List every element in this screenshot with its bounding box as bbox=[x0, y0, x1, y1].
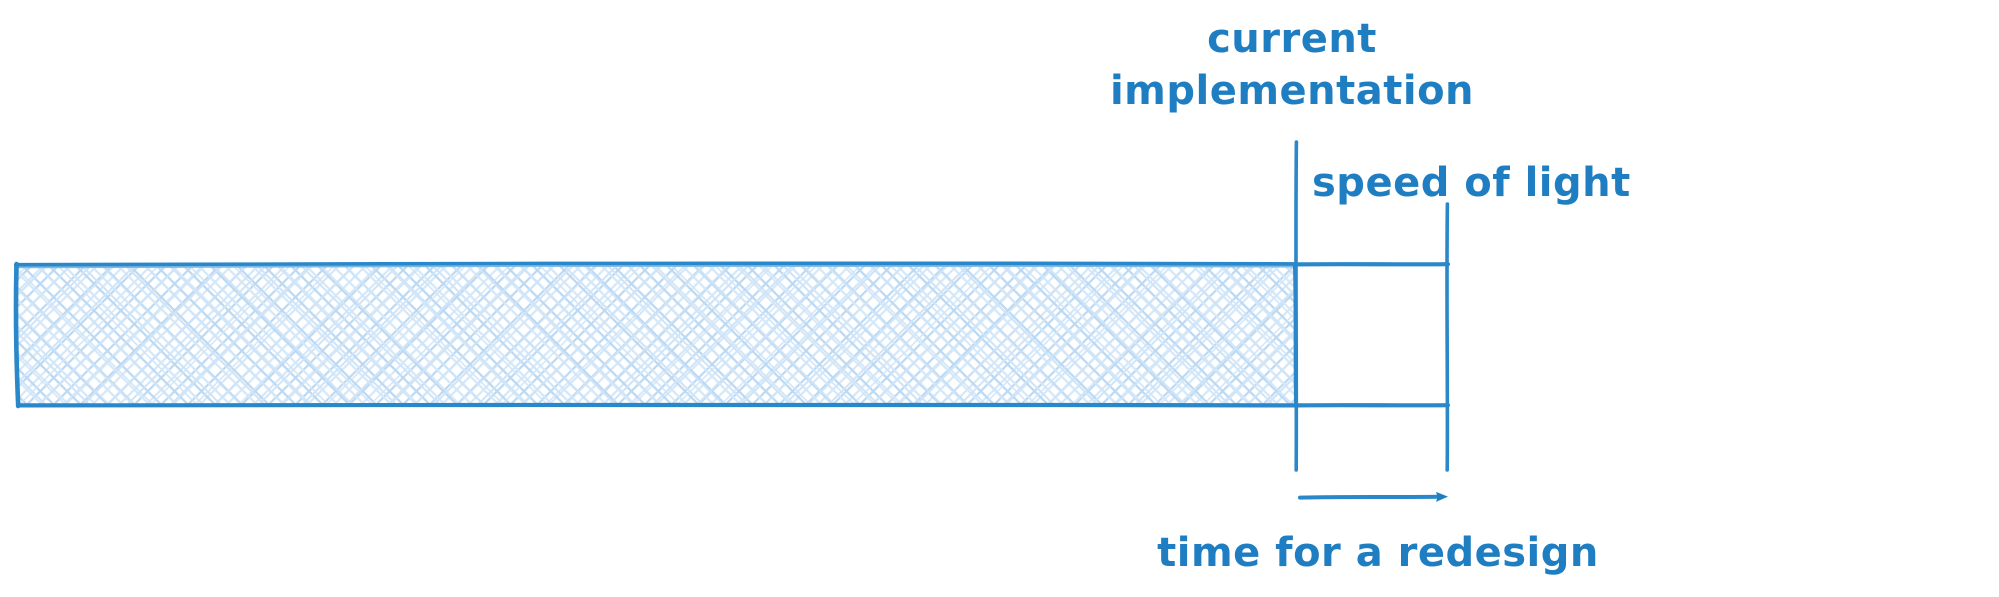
label-implementation: implementation bbox=[1110, 68, 1474, 114]
headroom-bar-fill bbox=[1296, 265, 1447, 405]
bar-top-edge bbox=[13, 261, 1300, 268]
arrow-shaft bbox=[1298, 491, 1448, 502]
label-current: current bbox=[1207, 16, 1377, 62]
label-time-for-a-redesign: time for a redesign bbox=[1157, 530, 1599, 576]
redesign-gap-arrow bbox=[1298, 491, 1448, 502]
bar-bottom-edge bbox=[15, 402, 1300, 408]
bar-left-edge bbox=[13, 261, 21, 409]
label-speed-of-light: speed of light bbox=[1312, 160, 1631, 206]
bar-hatch-fill-secondary bbox=[16, 264, 1296, 406]
bar-top-edge-shadow bbox=[17, 265, 1298, 269]
headroom-bar bbox=[1293, 262, 1451, 408]
current-implementation-bar bbox=[13, 261, 1300, 409]
